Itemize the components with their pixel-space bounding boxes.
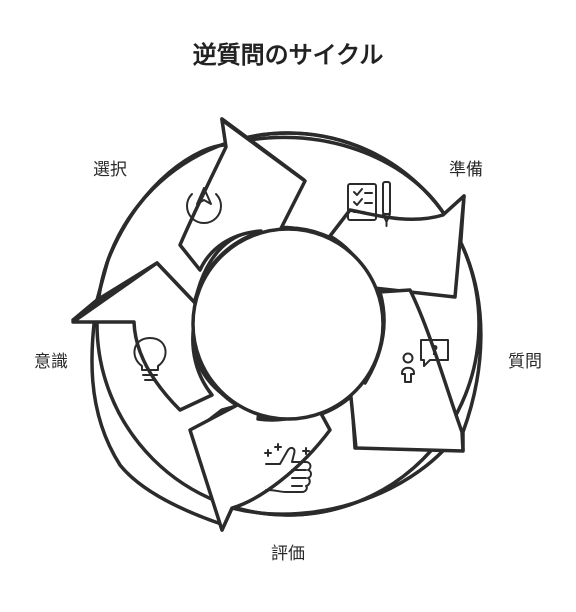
inner-hole xyxy=(191,227,385,421)
outer-ring-outline xyxy=(95,131,481,517)
stage-label-prepare: 準備 xyxy=(449,160,483,180)
person-question-icon: ? xyxy=(401,339,449,383)
clipboard-pen-icon xyxy=(347,181,391,227)
thumbs-up-icon xyxy=(264,443,312,493)
stage-label-select: 選択 xyxy=(93,160,127,180)
arrowhead-aware xyxy=(188,390,332,532)
stage-label-question: 質問 xyxy=(508,352,542,372)
question-mark-glyph: ? xyxy=(431,344,439,359)
navigation-arrow-icon xyxy=(186,187,222,225)
diagram-title: 逆質問のサイクル xyxy=(193,41,384,69)
stage-label-aware: 意識 xyxy=(34,352,68,372)
lightbulb-icon xyxy=(133,337,167,381)
stage-label-evaluate: 評価 xyxy=(271,544,305,564)
